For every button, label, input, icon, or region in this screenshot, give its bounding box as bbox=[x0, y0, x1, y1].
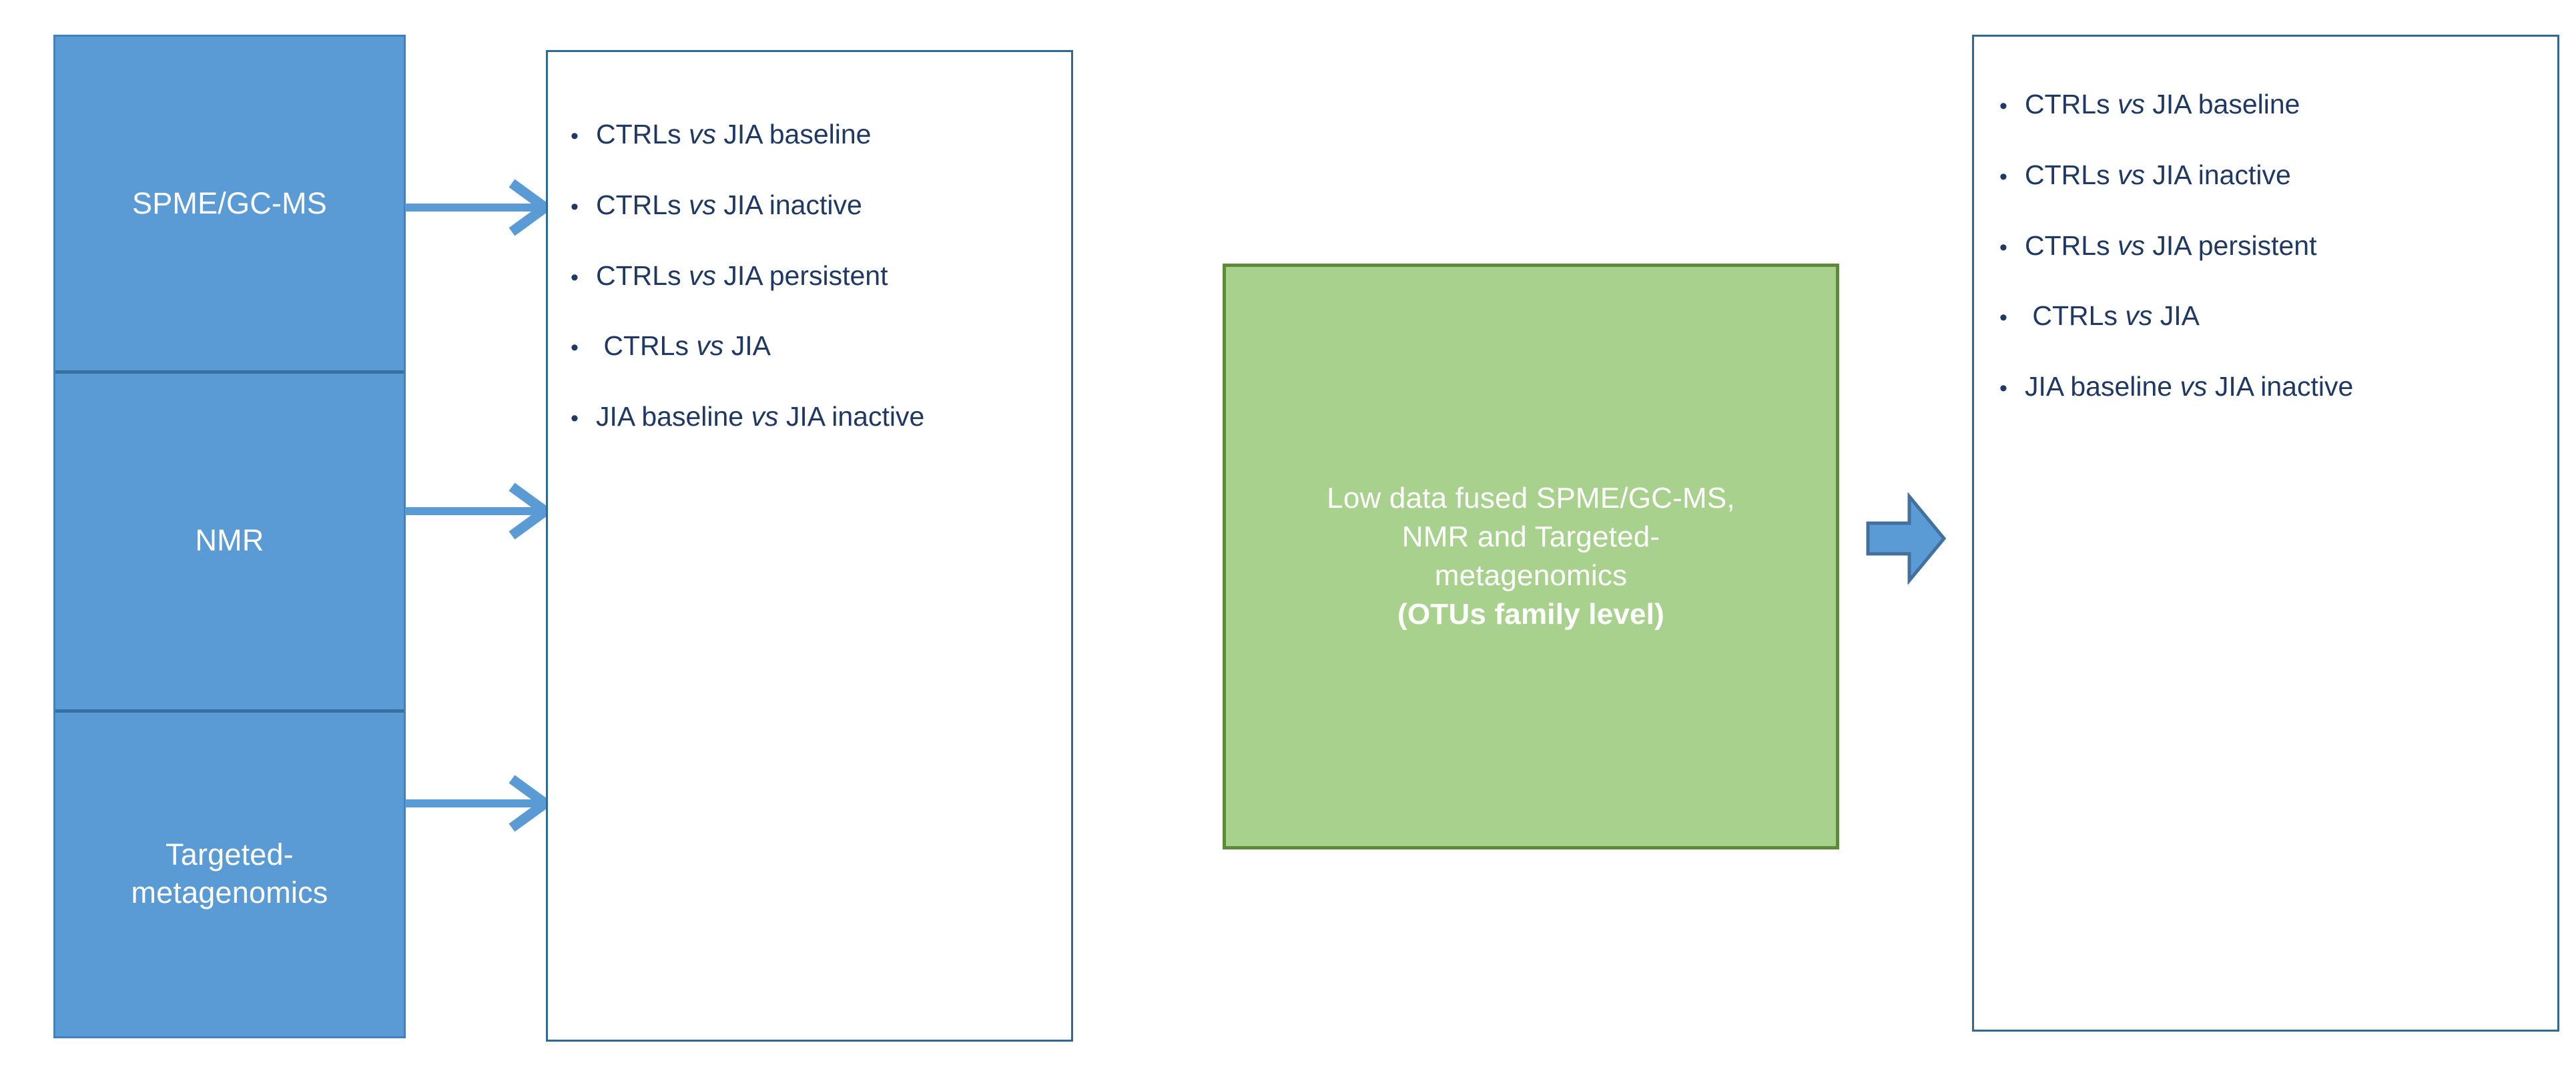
technique-label: Targeted- metagenomics bbox=[131, 837, 328, 910]
technique-label: SPME/GC-MS bbox=[131, 186, 328, 220]
connector-arrow-icon-nmr bbox=[404, 480, 556, 542]
fusion-line-3: metagenomics bbox=[1434, 559, 1628, 592]
list-item[interactable]: • CTRLs vs JIA persistent bbox=[1999, 230, 2316, 262]
comparisons-list-box-right: • CTRLs vs JIA baseline • CTRLs vs JIA i… bbox=[1972, 35, 2559, 1032]
list-item[interactable]: • CTRLs vs JIA bbox=[1999, 300, 2200, 332]
bullet-icon: • bbox=[1999, 164, 2007, 190]
block-arrow-right-icon bbox=[1865, 492, 1947, 585]
list-item[interactable]: • CTRLs vs JIA persistent bbox=[571, 260, 888, 292]
fusion-line-2: NMR and Targeted- bbox=[1401, 520, 1660, 553]
list-item[interactable]: • JIA baseline vs JIA inactive bbox=[571, 401, 924, 432]
bullet-icon: • bbox=[571, 194, 579, 220]
technique-cell-targeted-metagenomics[interactable]: Targeted- metagenomics bbox=[55, 711, 404, 1036]
list-item[interactable]: • CTRLs vs JIA inactive bbox=[571, 190, 862, 221]
fusion-line-1: Low data fused SPME/GC-MS, bbox=[1327, 481, 1735, 514]
technique-column: SPME/GC-MS NMR Targeted- metagenomics bbox=[53, 35, 406, 1038]
list-item-label: CTRLs vs JIA inactive bbox=[2025, 159, 2291, 190]
list-item-label: CTRLs vs JIA baseline bbox=[596, 119, 872, 149]
comparisons-list-box-left: • CTRLs vs JIA baseline • CTRLs vs JIA i… bbox=[546, 50, 1073, 1042]
connector-arrow-icon-spme bbox=[404, 177, 556, 238]
bullet-icon: • bbox=[1999, 305, 2007, 330]
list-item-label: CTRLs vs JIA persistent bbox=[596, 260, 888, 291]
connector-arrow-icon-metagenomics bbox=[404, 773, 556, 834]
bullet-icon: • bbox=[1999, 376, 2007, 401]
bullet-icon: • bbox=[571, 335, 579, 360]
bullet-icon: • bbox=[571, 406, 579, 431]
list-item-label: CTRLs vs JIA bbox=[596, 330, 771, 361]
list-item[interactable]: • CTRLs vs JIA inactive bbox=[1999, 159, 2291, 191]
list-item-label: JIA baseline vs JIA inactive bbox=[596, 401, 925, 432]
list-item[interactable]: • CTRLs vs JIA baseline bbox=[1999, 89, 2300, 120]
list-item[interactable]: • CTRLs vs JIA baseline bbox=[571, 119, 871, 150]
bullet-icon: • bbox=[1999, 235, 2007, 260]
data-fusion-box: Low data fused SPME/GC-MS, NMR and Targe… bbox=[1223, 264, 1839, 849]
technique-label: NMR bbox=[195, 523, 264, 558]
bullet-icon: • bbox=[571, 265, 579, 290]
fusion-line-4-bold: (OTUs family level) bbox=[1397, 598, 1664, 631]
list-item-label: CTRLs vs JIA inactive bbox=[596, 190, 862, 220]
bullet-icon: • bbox=[1999, 93, 2007, 119]
bullet-icon: • bbox=[571, 123, 579, 149]
list-item-label: CTRLs vs JIA baseline bbox=[2025, 89, 2300, 119]
list-item-label: CTRLs vs JIA bbox=[2025, 300, 2200, 331]
technique-cell-nmr[interactable]: NMR bbox=[55, 372, 404, 709]
data-fusion-text: Low data fused SPME/GC-MS, NMR and Targe… bbox=[1269, 479, 1793, 634]
list-item-label: CTRLs vs JIA persistent bbox=[2025, 230, 2317, 261]
technique-cell-spme-gc-ms[interactable]: SPME/GC-MS bbox=[55, 37, 404, 370]
list-item-label: JIA baseline vs JIA inactive bbox=[2025, 371, 2354, 402]
list-item[interactable]: • JIA baseline vs JIA inactive bbox=[1999, 371, 2353, 402]
technique-divider-1 bbox=[55, 370, 404, 374]
technique-divider-2 bbox=[55, 709, 404, 713]
list-item[interactable]: • CTRLs vs JIA bbox=[571, 330, 771, 362]
